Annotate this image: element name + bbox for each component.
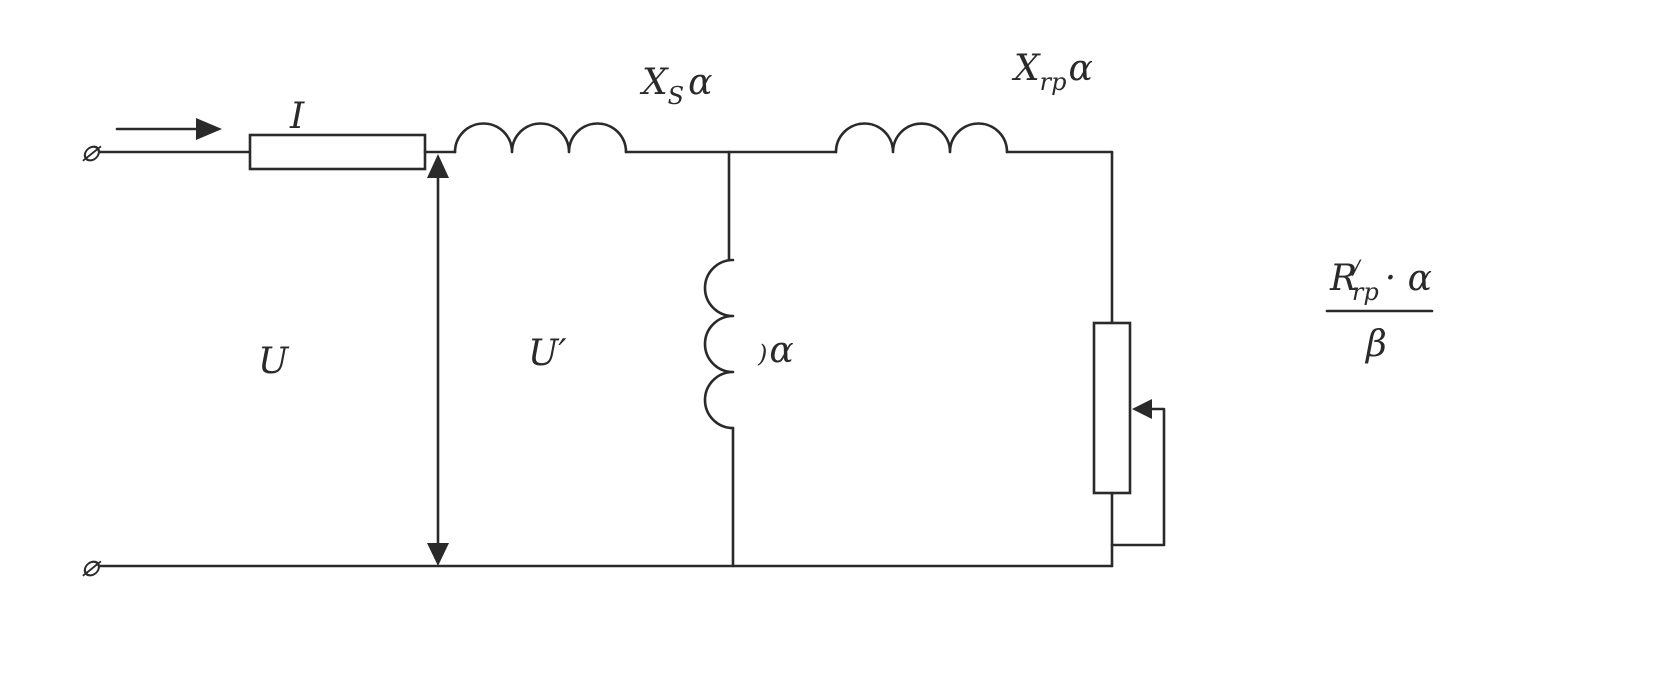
input-terminal-bottom: ⌀ (81, 549, 102, 584)
voltage-in-label: U (258, 341, 290, 382)
svg-text:β: β (1364, 324, 1387, 365)
input-terminal-top: ⌀ (81, 134, 102, 169)
inductor-magnetizing (703, 258, 735, 430)
inductor-xrp (834, 122, 1009, 154)
variable-rotor-resistor (1092, 321, 1132, 495)
current-label: I (289, 96, 305, 137)
primary-resistor (248, 133, 427, 171)
voltage-arrow (427, 154, 449, 566)
xrp-label: Xrpα (1011, 48, 1093, 96)
shunt-label: )α (757, 330, 794, 371)
rrp-fraction-label: R/rp· α β (1325, 255, 1434, 365)
inductor-xs (453, 122, 628, 154)
svg-text:R/rp· α: R/rp· α (1329, 255, 1432, 306)
voltage-mid-label: U′ (528, 333, 567, 374)
rheostat-slider (1110, 399, 1166, 547)
current-arrow (115, 118, 222, 140)
